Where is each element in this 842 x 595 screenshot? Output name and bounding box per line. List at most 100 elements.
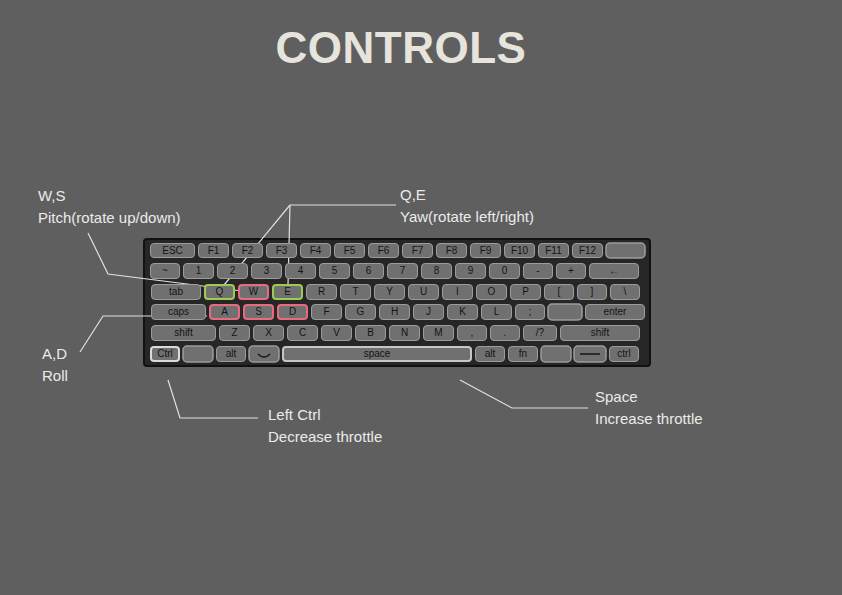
keyboard-key: + [556, 263, 586, 279]
key-doodle [580, 353, 600, 355]
key-label: ~ [162, 266, 168, 276]
key-label: . [504, 328, 507, 338]
key-label: S [255, 307, 262, 317]
keyboard-key: 1 [183, 263, 214, 279]
title: CONTROLS [0, 26, 802, 70]
keyboard-key: shift [151, 325, 216, 341]
key-label: caps [168, 307, 189, 317]
key-label: V [333, 328, 340, 338]
keyboard-key: Ctrl [150, 346, 180, 362]
key-label: B [367, 328, 374, 338]
keyboard-key: S [243, 304, 274, 320]
blank-key [541, 346, 571, 362]
keyboard-key: D [277, 304, 308, 320]
leader-line [168, 380, 258, 418]
key-label: 2 [230, 266, 236, 276]
keyboard-key: U [408, 284, 439, 300]
action-callout: Increase throttle [595, 410, 703, 428]
key-callout: Left Ctrl [268, 406, 321, 424]
blank-key [548, 304, 582, 320]
key-label: alt [485, 349, 496, 359]
keyboard-key: caps [151, 304, 206, 320]
key-label: F8 [446, 246, 458, 256]
keyboard-key: F8 [436, 243, 467, 258]
key-label: 4 [298, 266, 304, 276]
key-label: L [494, 307, 500, 317]
key-label: G [357, 307, 365, 317]
keyboard-key: O [476, 284, 507, 300]
key-label: 8 [434, 266, 440, 276]
key-label: E [284, 287, 291, 297]
keyboard-key: K [447, 304, 478, 320]
key-label: ← [609, 266, 619, 276]
keyboard-key: F11 [538, 243, 569, 258]
keyboard-key: F6 [368, 243, 399, 258]
leader-lines [80, 205, 588, 418]
keyboard-key: F7 [402, 243, 433, 258]
keyboard-key: alt [475, 346, 505, 362]
keyboard-key: X [253, 325, 284, 341]
keyboard-key: [ [544, 284, 574, 300]
key-label: space [364, 349, 391, 359]
keyboard-key: ctrl [609, 346, 639, 362]
keyboard-key: 4 [285, 263, 316, 279]
action-callout: Pitch(rotate up/down) [38, 209, 181, 227]
action-callout: Decrease throttle [268, 428, 382, 446]
key-label: N [401, 328, 408, 338]
key-label: , [471, 328, 474, 338]
key-label: H [391, 307, 398, 317]
keyboard-key: 8 [421, 263, 452, 279]
keyboard-key: C [287, 325, 318, 341]
keyboard-key: ] [577, 284, 607, 300]
keyboard-key: tab [151, 284, 201, 300]
leader-line [224, 205, 290, 285]
keyboard-key: Y [374, 284, 405, 300]
keyboard-key: alt [216, 346, 246, 362]
key-label: shift [591, 328, 609, 338]
blank-key [249, 346, 279, 362]
keyboard-body [144, 239, 650, 366]
key-label: 9 [468, 266, 474, 276]
keyboard-key: fn [508, 346, 538, 362]
keyboard-key: , [457, 325, 487, 341]
keyboard-key: V [321, 325, 352, 341]
keyboard-key: ; [515, 304, 545, 320]
key-label: A [221, 307, 228, 317]
key-label: M [434, 328, 442, 338]
key-label: ] [591, 287, 594, 297]
smile-doodle [258, 354, 270, 357]
key-label: Y [386, 287, 393, 297]
keyboard-key: ~ [150, 263, 180, 279]
key-label: Ctrl [157, 349, 173, 359]
keyboard-key: L [481, 304, 512, 320]
keyboard-key: G [345, 304, 376, 320]
key-label: 3 [264, 266, 270, 276]
key-label: J [426, 307, 431, 317]
key-label: F10 [511, 246, 528, 256]
leader-line [290, 204, 396, 205]
key-label: O [488, 287, 496, 297]
keyboard-key: B [355, 325, 386, 341]
keyboard-key: F9 [470, 243, 501, 258]
key-label: \ [624, 287, 627, 297]
key-label: F2 [242, 246, 254, 256]
keyboard-key: F4 [300, 243, 331, 258]
key-label: 5 [332, 266, 338, 276]
keyboard-key: /? [523, 325, 557, 341]
key-label: ESC [162, 246, 183, 256]
key-label: P [522, 287, 529, 297]
keyboard-key: ESC [150, 243, 195, 258]
keyboard-key: N [389, 325, 420, 341]
keyboard-key: 5 [319, 263, 350, 279]
keyboard-key: enter [585, 304, 645, 320]
keyboard-key: H [379, 304, 410, 320]
key-label: T [352, 287, 358, 297]
key-label: R [318, 287, 325, 297]
key-label: ctrl [617, 349, 630, 359]
key-label: F12 [579, 246, 596, 256]
keyboard-key: 0 [489, 263, 520, 279]
key-label: F [323, 307, 329, 317]
key-label: - [536, 266, 539, 276]
key-label: U [420, 287, 427, 297]
key-label: shift [174, 328, 192, 338]
